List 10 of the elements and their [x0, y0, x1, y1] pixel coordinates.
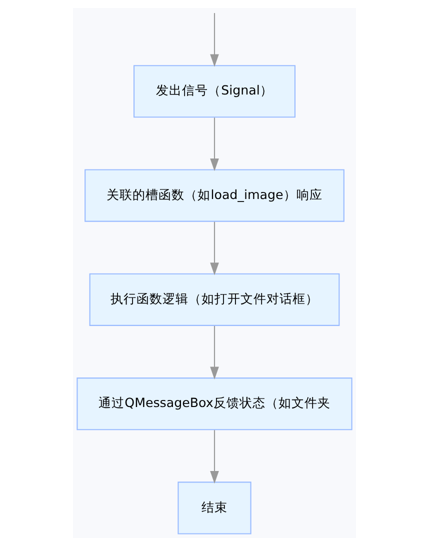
- arrow: [210, 430, 219, 484]
- arrow: [210, 13, 219, 67]
- arrow: [210, 118, 219, 172]
- node-box: 结束: [178, 482, 252, 534]
- arrow: [210, 326, 219, 380]
- arrow: [210, 222, 219, 276]
- node-box: 执行函数逻辑（如打开文件对话框）: [89, 273, 340, 326]
- node-box: 发出信号（Signal）: [134, 65, 296, 118]
- node-box: 关联的槽函数（如load_image）响应: [84, 169, 344, 222]
- node-box: 通过QMessageBox反馈状态（如文件夹: [76, 378, 352, 430]
